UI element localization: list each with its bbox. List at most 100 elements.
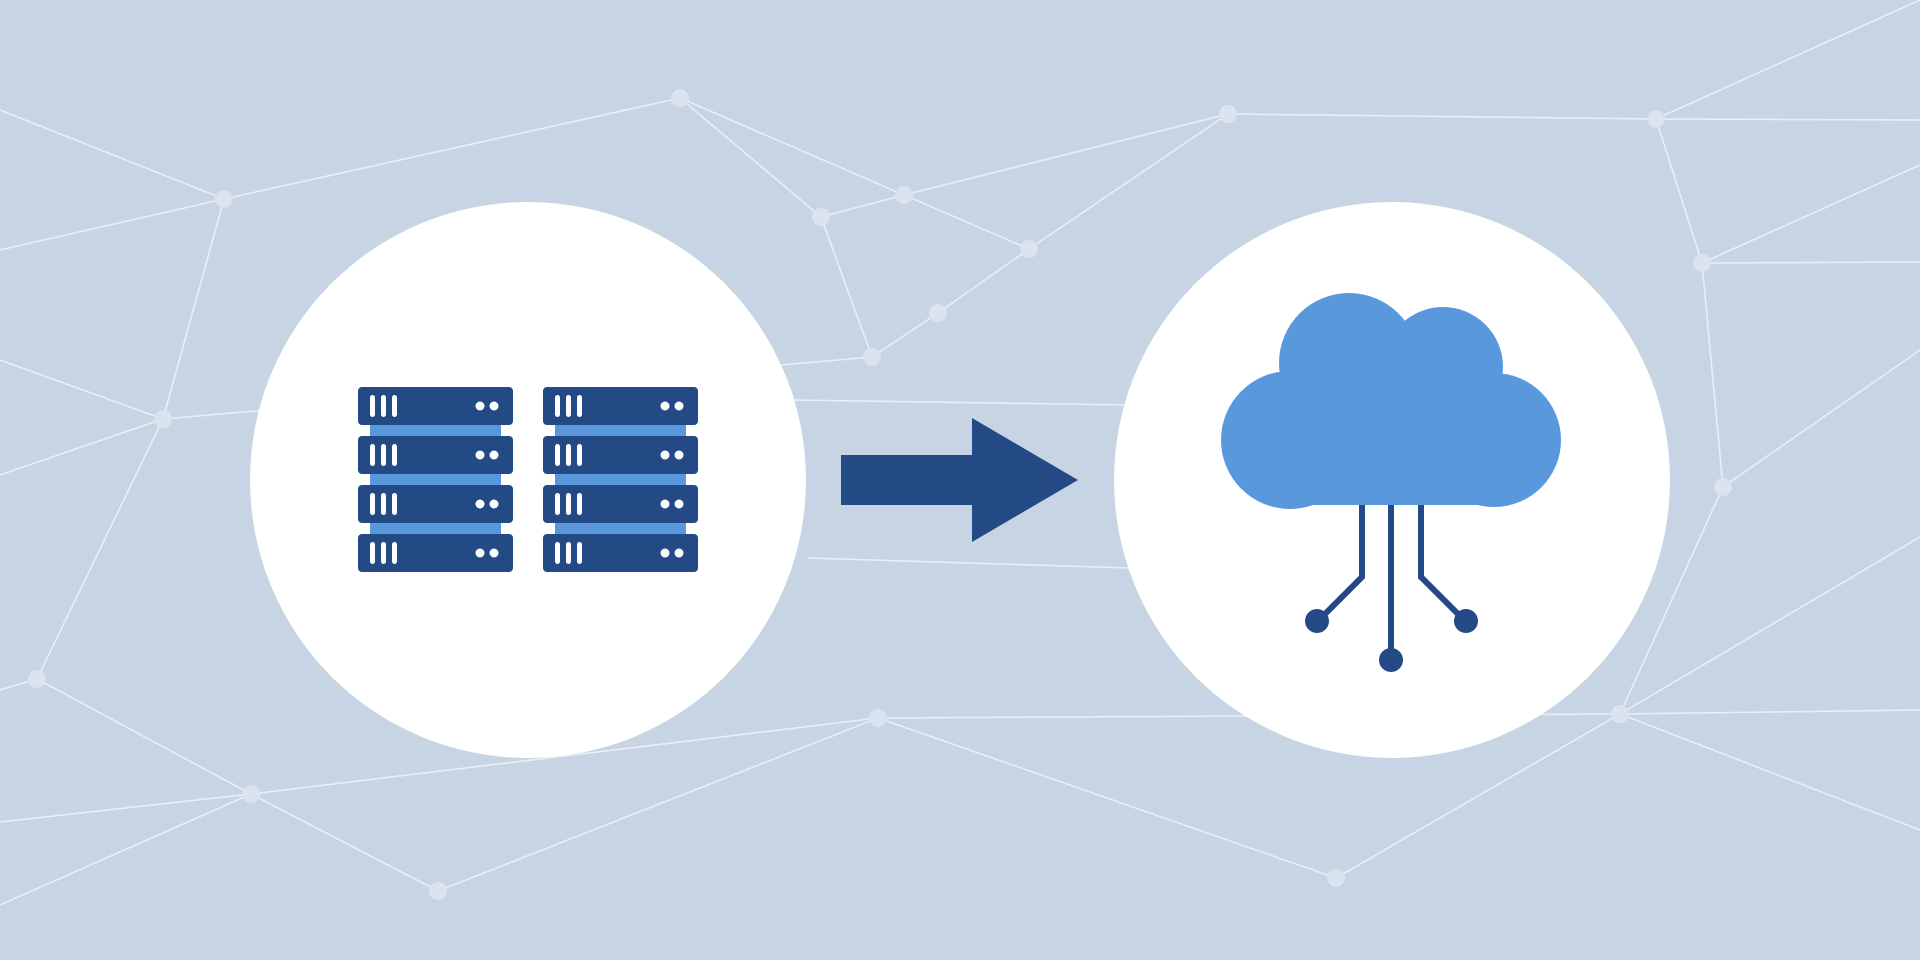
network-line xyxy=(1619,709,1920,715)
network-line xyxy=(0,418,164,476)
server-vent-slot xyxy=(392,542,397,564)
network-node xyxy=(154,410,172,428)
network-line xyxy=(1619,486,1724,715)
server-rack-icon xyxy=(358,387,698,572)
server-status-light xyxy=(489,499,499,509)
network-line xyxy=(250,717,879,795)
connector-node-left xyxy=(1305,609,1329,633)
connector-node-center xyxy=(1379,648,1403,672)
network-line xyxy=(820,194,905,218)
network-line xyxy=(1028,113,1229,250)
network-node xyxy=(895,186,913,204)
network-node xyxy=(242,785,260,803)
server-status-light xyxy=(475,401,485,411)
network-node xyxy=(1327,869,1345,887)
server-vent-slot xyxy=(555,493,560,515)
cloud-network-icon xyxy=(1221,293,1561,509)
network-line xyxy=(0,793,252,906)
network-mesh-background xyxy=(0,0,1920,906)
server-vent-slot xyxy=(577,395,582,417)
server-status-light xyxy=(489,401,499,411)
server-vent-slot xyxy=(381,395,386,417)
network-node xyxy=(671,89,689,107)
server-rack xyxy=(358,387,513,572)
connector-line-right xyxy=(1418,505,1468,624)
network-node xyxy=(28,670,46,688)
server-vent-slot xyxy=(555,444,560,466)
server-status-light xyxy=(660,499,670,509)
server-vent-slot xyxy=(566,444,571,466)
network-line xyxy=(1655,0,1920,120)
network-line xyxy=(1701,262,1724,488)
network-line xyxy=(162,198,225,420)
network-line xyxy=(1722,349,1920,488)
network-node xyxy=(429,882,447,900)
server-unit xyxy=(358,534,513,572)
server-vent-slot xyxy=(392,493,397,515)
server-unit xyxy=(358,436,513,474)
server-status-light xyxy=(674,450,684,460)
network-line xyxy=(903,194,1030,250)
network-line xyxy=(903,113,1229,196)
server-vent-slot xyxy=(370,542,375,564)
server-vent-slot xyxy=(566,493,571,515)
server-vent-slot xyxy=(566,395,571,417)
server-rack xyxy=(543,387,698,572)
server-status-light xyxy=(660,401,670,411)
network-node xyxy=(863,348,881,366)
network-line xyxy=(679,97,822,218)
server-vent-slot xyxy=(392,395,397,417)
server-vent-slot xyxy=(577,444,582,466)
connector-line-left xyxy=(1315,505,1365,624)
server-vent-slot xyxy=(577,542,582,564)
server-status-light xyxy=(674,499,684,509)
network-line xyxy=(0,793,252,823)
server-vent-slot xyxy=(381,444,386,466)
network-line xyxy=(0,198,225,251)
server-vent-slot xyxy=(381,493,386,515)
network-line xyxy=(223,97,681,200)
cloud-connectors xyxy=(1305,505,1478,672)
network-node xyxy=(929,304,947,322)
server-status-light xyxy=(475,548,485,558)
server-vent-slot xyxy=(370,395,375,417)
server-unit xyxy=(543,387,698,425)
network-line xyxy=(1227,113,1657,120)
server-vent-slot xyxy=(555,395,560,417)
cloud-base xyxy=(1290,440,1495,505)
server-vent-slot xyxy=(577,493,582,515)
server-vent-slot xyxy=(370,444,375,466)
server-unit xyxy=(358,387,513,425)
server-status-light xyxy=(674,548,684,558)
server-unit xyxy=(543,534,698,572)
server-status-light xyxy=(475,499,485,509)
network-line xyxy=(877,717,1337,879)
network-node xyxy=(1611,705,1629,723)
network-line xyxy=(1655,118,1703,264)
server-unit xyxy=(543,485,698,523)
network-node xyxy=(1020,240,1038,258)
server-status-light xyxy=(674,401,684,411)
network-node xyxy=(1219,105,1237,123)
network-line xyxy=(820,216,873,358)
network-line xyxy=(36,678,252,795)
arrow-right-icon xyxy=(841,418,1078,542)
server-status-light xyxy=(475,450,485,460)
network-line xyxy=(679,97,905,196)
server-status-light xyxy=(660,450,670,460)
cloud-group xyxy=(1114,202,1670,758)
network-line xyxy=(36,418,164,680)
network-line xyxy=(1701,261,1920,264)
server-vent-slot xyxy=(566,542,571,564)
network-line xyxy=(1619,536,1920,715)
network-node xyxy=(1693,254,1711,272)
network-node xyxy=(1714,478,1732,496)
server-status-light xyxy=(660,548,670,558)
network-line xyxy=(1655,118,1920,121)
network-line xyxy=(807,557,1131,569)
server-unit xyxy=(358,485,513,523)
server-vent-slot xyxy=(555,542,560,564)
network-line xyxy=(250,793,439,892)
